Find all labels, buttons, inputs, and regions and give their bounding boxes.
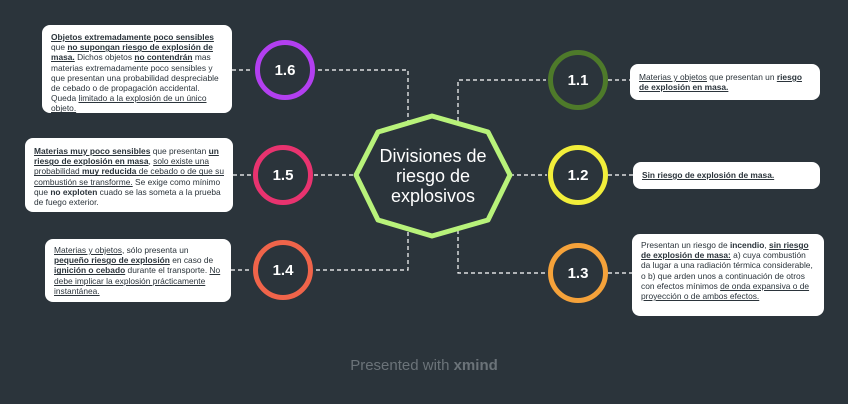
connector-1-4 [316, 230, 409, 271]
node-circle-1-6[interactable]: 1.6 [255, 40, 315, 100]
text-segment: que presentan [150, 146, 209, 156]
description-box-1-5[interactable]: Materias muy poco sensibles que presenta… [25, 138, 233, 212]
node-label: 1.1 [567, 71, 589, 89]
node-circle-1-2[interactable]: 1.2 [548, 145, 608, 205]
connector-1-3 [457, 230, 546, 274]
text-segment: Materias y objetos [54, 245, 122, 255]
text-segment: no contendrán [134, 52, 193, 63]
node-circle-1-3[interactable]: 1.3 [548, 243, 608, 303]
text-segment: de onda expansiva o de proyección o de a… [641, 280, 810, 302]
text-segment: Presentan un riesgo de [641, 240, 730, 250]
text-segment: sin riesgo de explosión de masa: [641, 240, 809, 261]
description-box-1-4[interactable]: Materias y objetos, sólo presenta un peq… [45, 239, 231, 302]
text-segment: riesgo de explosión en masa. [639, 72, 802, 93]
text-segment: no exploten [50, 186, 98, 197]
node-label: 1.3 [567, 264, 589, 282]
footer-branding: Presented with xmind [0, 357, 848, 374]
text-segment: No debe implicar la explosión prácticame… [54, 265, 221, 296]
node-label: 1.6 [274, 61, 296, 79]
text-segment: en caso de [169, 255, 214, 266]
text-segment: pequeño riesgo de explosión [54, 255, 170, 266]
text-segment: mas materias extremadamente poco sensibl… [51, 52, 219, 104]
text-segment: Sin riesgo de explosión de masa. [642, 170, 775, 180]
text-segment: un riesgo de explosión en masa [34, 146, 219, 167]
text-segment: cuado se las someta a la prueba de fuego… [34, 186, 221, 208]
node-circle-1-5[interactable]: 1.5 [253, 145, 313, 205]
text-segment: ignición o cebado [54, 265, 126, 276]
text-segment: , [148, 156, 154, 167]
text-segment: que presentan un [706, 72, 777, 82]
description-box-1-2[interactable]: Sin riesgo de explosión de masa. [633, 162, 820, 189]
node-label: 1.4 [272, 261, 294, 279]
text-segment: no supongan riesgo de explosión de masa. [51, 42, 213, 63]
text-segment: de cebado o de que su combustión se tran… [34, 166, 224, 187]
text-segment: Dichos objetos [74, 52, 135, 63]
text-segment: que [51, 42, 68, 53]
text-segment: , sólo presenta un [121, 245, 189, 255]
node-label: 1.2 [567, 166, 589, 184]
description-box-1-1[interactable]: Materias y objetos que presentan un ries… [630, 64, 820, 100]
connector-1-6 [318, 69, 409, 128]
description-box-1-3[interactable]: Presentan un riesgo de incendio, sin rie… [632, 234, 824, 316]
node-circle-1-4[interactable]: 1.4 [253, 240, 313, 300]
text-segment: Materias y objetos [639, 72, 707, 82]
text-segment: incendio [729, 240, 765, 250]
description-box-1-6[interactable]: Objetos extremadamente poco sensibles qu… [42, 25, 232, 113]
text-segment: , [764, 240, 770, 250]
footer-prefix: Presented with [350, 357, 454, 374]
node-circle-1-1[interactable]: 1.1 [548, 50, 608, 110]
text-segment: Objetos extremadamente poco sensibles [51, 32, 214, 42]
text-segment: limitado a la explosión de un único obje… [51, 93, 207, 114]
text-segment: solo existe una probabilidad [34, 156, 210, 177]
xmind-logo: xmind [453, 357, 498, 374]
text-segment: durante el transporte. [125, 265, 210, 276]
text-segment: Materias muy poco sensibles [34, 146, 151, 156]
connector-1-1 [457, 79, 546, 128]
central-hexagon [353, 113, 513, 239]
central-topic-title[interactable]: Divisiones de riesgo de explosivos [379, 146, 487, 206]
text-segment: a) cuya combustión da lugar a una radiac… [641, 250, 813, 291]
text-segment: muy reducida [81, 166, 137, 177]
text-segment: Se exige como mínimo que [34, 176, 221, 197]
node-label: 1.5 [272, 166, 294, 184]
